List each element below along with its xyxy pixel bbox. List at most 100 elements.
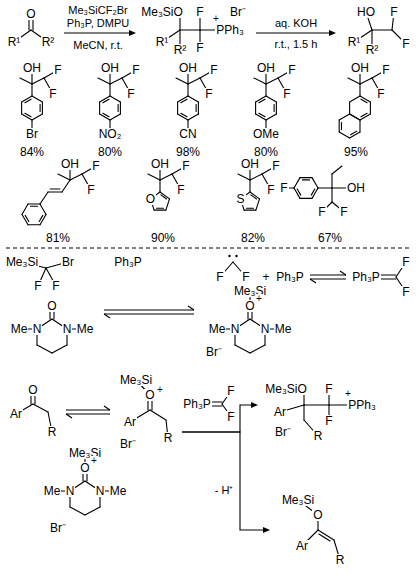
atom-label: F — [195, 42, 204, 54]
bond — [250, 345, 265, 353]
atom-label: Me₃SiO — [264, 383, 308, 395]
atom-label: N — [32, 323, 43, 335]
atom-label: + — [156, 385, 164, 395]
atom-label: PPh₃ — [347, 399, 377, 411]
arrow-barb — [340, 271, 346, 275]
atom-label: F — [241, 271, 250, 283]
atom-label: R¹ — [347, 36, 362, 48]
bond — [22, 204, 28, 214]
atom-label: F — [279, 182, 288, 194]
atom-label: OH — [350, 62, 370, 74]
atom-label: Me₃Si — [5, 256, 39, 268]
bond — [180, 29, 200, 30]
bond — [300, 177, 312, 178]
atom-label: S — [235, 193, 245, 205]
arrowhead — [329, 30, 336, 36]
bond — [196, 104, 197, 111]
bond — [160, 192, 170, 199]
bond — [360, 78, 372, 84]
bond — [359, 120, 360, 132]
atom-label: OH — [60, 158, 80, 170]
atom-label: Me — [208, 323, 227, 335]
atom-label: R¹ — [7, 36, 22, 48]
bond — [235, 345, 250, 353]
bond — [25, 99, 31, 103]
bond — [48, 191, 62, 192]
bond — [319, 534, 330, 541]
bond — [187, 84, 188, 96]
structure: OHFFBr84% — [6, 58, 70, 160]
bond — [33, 404, 48, 412]
structure: OHFFCN98% — [162, 58, 226, 160]
bond — [58, 174, 70, 180]
structure: OArR — [5, 382, 62, 442]
atom-label: OH — [346, 182, 366, 194]
structure: Me₃SiO+ArBr⁻R — [114, 371, 178, 452]
bond — [110, 96, 120, 102]
structure: Ph₃PFF — [350, 254, 414, 300]
bond — [259, 113, 265, 117]
atom-label: Me₃Si — [281, 494, 315, 506]
bond — [157, 208, 164, 209]
bond — [250, 174, 262, 180]
atom-label: F — [339, 206, 348, 218]
atom-label: Br⁻ — [229, 6, 247, 18]
bond — [266, 96, 276, 102]
atom-label: O — [312, 509, 323, 521]
bond — [332, 166, 342, 174]
bond — [99, 102, 100, 114]
atom-label: F — [33, 280, 42, 292]
bond — [39, 215, 43, 221]
bond — [22, 114, 32, 120]
bond — [266, 78, 278, 84]
bond — [120, 102, 121, 114]
structure: OHFF95% — [334, 58, 398, 160]
bond — [349, 102, 350, 114]
bond — [265, 84, 266, 96]
bond — [297, 189, 301, 195]
bond — [177, 102, 178, 114]
atom-label: Me — [10, 323, 29, 335]
atom-label: OH — [22, 62, 42, 74]
structure: OHFFNO₂80% — [84, 58, 148, 160]
arrowhead — [129, 30, 136, 36]
atom-label: R² — [41, 36, 56, 48]
atom-label: Ar — [9, 408, 23, 420]
atom-label: F — [131, 64, 140, 76]
bond — [50, 188, 60, 189]
atom-label: F — [226, 385, 235, 397]
bond — [238, 174, 250, 180]
bond — [40, 204, 46, 214]
structure: FOHFF67% — [276, 158, 362, 246]
atom-label: F — [381, 64, 390, 76]
atom-label: 95% — [343, 146, 369, 158]
structure: Me₃SiO ArR — [274, 491, 352, 568]
condition-label: r.t., 1.5 h — [274, 39, 319, 50]
atom-label: F — [126, 88, 135, 100]
condition-label: Ph₃P — [113, 256, 143, 268]
structure: OHFFOMe80% — [240, 58, 304, 160]
structure: OHFFS82% — [228, 156, 288, 246]
bond — [100, 114, 110, 120]
arrowhead — [263, 527, 270, 533]
atom-label: Br⁻ — [205, 346, 223, 358]
bond — [150, 410, 166, 420]
atom-label: F — [226, 411, 235, 423]
bond — [110, 78, 122, 84]
bond — [100, 96, 110, 102]
atom-label: F — [266, 184, 275, 196]
bond — [350, 114, 360, 120]
atom-label: R — [335, 554, 346, 566]
bond — [350, 114, 360, 120]
arrow-line — [66, 409, 110, 410]
reaction-arrow — [256, 30, 336, 36]
atom-label: Ar — [295, 540, 309, 552]
atom-label: Me₃Si — [119, 374, 153, 386]
bond — [341, 122, 342, 129]
atom-label: OMe — [252, 128, 280, 140]
bond — [85, 507, 100, 515]
bond — [198, 102, 199, 114]
bond — [276, 102, 277, 114]
arrow-barb — [66, 414, 72, 418]
